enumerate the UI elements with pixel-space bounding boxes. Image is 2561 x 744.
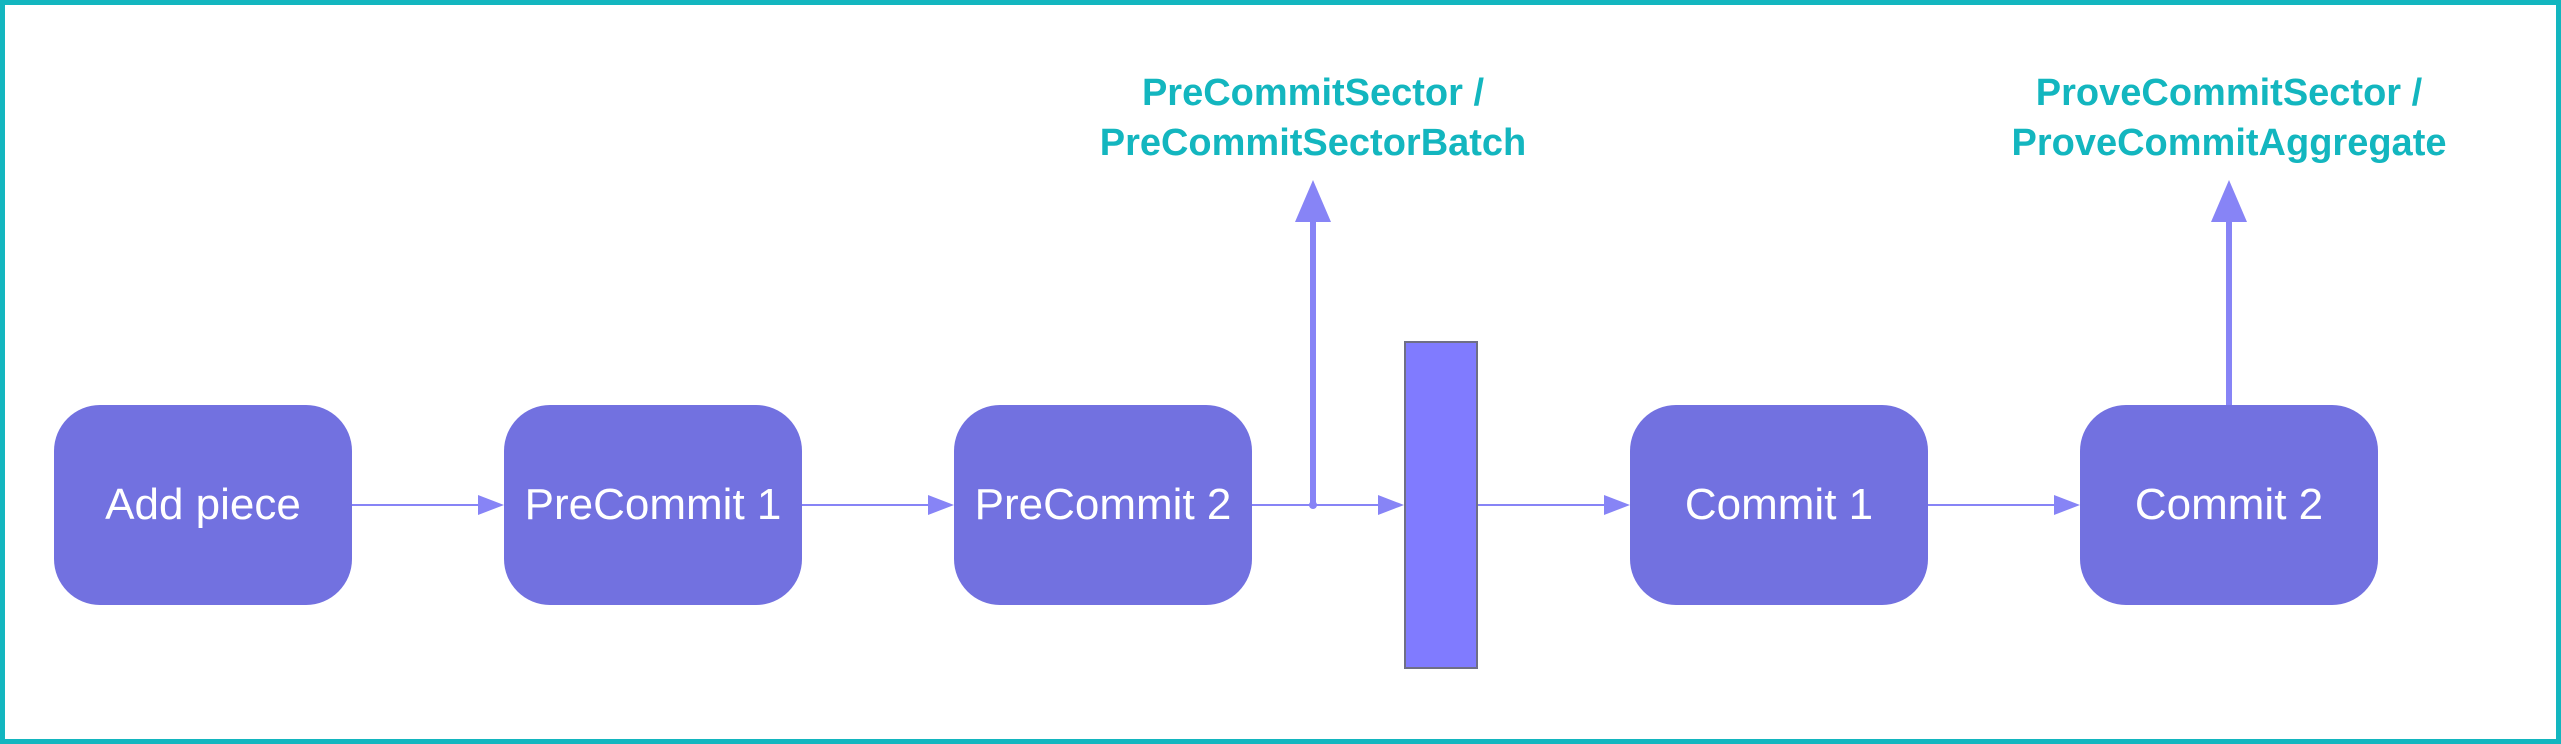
precommit-message-label: PreCommitSector / PreCommitSectorBatch: [1053, 68, 1573, 168]
message-line: PreCommitSector /: [1141, 72, 1485, 114]
node-commit-1: Commit 1: [1630, 405, 1928, 605]
arrowhead-pc2-to-barrier: [1378, 495, 1404, 515]
node-label: Add piece: [105, 480, 301, 529]
wait-barrier: [1404, 341, 1478, 669]
arrowhead-barrier-to-c1: [1604, 495, 1630, 515]
arrowhead-c1-to-c2: [2054, 495, 2080, 515]
node-commit-2: Commit 2: [2080, 405, 2378, 605]
arrowhead-precommit-message: [1295, 180, 1331, 222]
message-line: ProveCommitAggregate: [2011, 122, 2447, 164]
arrowhead-pc1-to-pc2: [928, 495, 954, 515]
node-label: Commit 1: [1684, 480, 1874, 529]
node-precommit-2: PreCommit 2: [954, 405, 1252, 605]
branch-dot: [1309, 501, 1317, 509]
arrowhead-add-to-pc1: [478, 495, 504, 515]
provecommit-message-label: ProveCommitSector / ProveCommitAggregate: [1969, 68, 2489, 168]
node-label: PreCommit 1: [524, 480, 782, 529]
message-line: PreCommitSectorBatch: [1099, 122, 1527, 164]
arrowhead-provecommit-message: [2211, 180, 2247, 222]
message-line: ProveCommitSector /: [2035, 72, 2423, 114]
node-label: Commit 2: [2134, 480, 2324, 529]
node-add-piece: Add piece: [54, 405, 352, 605]
node-label: PreCommit 2: [974, 480, 1232, 529]
node-precommit-1: PreCommit 1: [504, 405, 802, 605]
